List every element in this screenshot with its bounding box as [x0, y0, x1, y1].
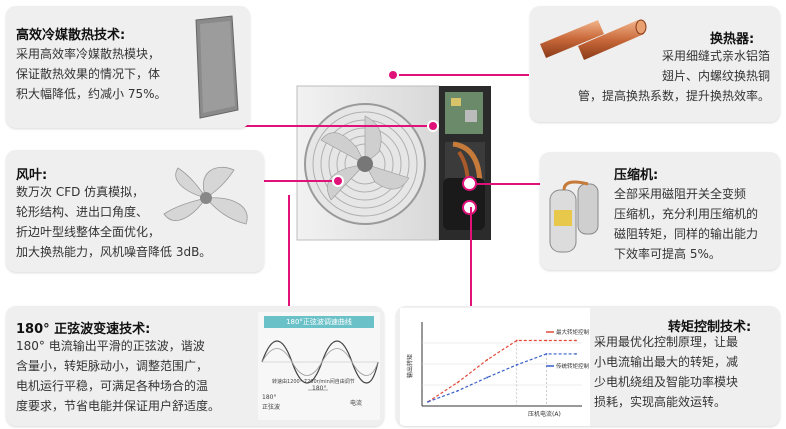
- card-title: 换热器:: [710, 32, 755, 47]
- fan-blade-icon: [156, 162, 256, 232]
- heat-sink-plate-icon: [190, 14, 242, 120]
- chart-y-axis-label: 输出转矩: [406, 354, 414, 378]
- card-heat-dissipation: 高效冷媒散热技术: 采用高效率冷媒散热模块， 保证散热效果的情况下，体 积大幅降…: [6, 6, 250, 128]
- outdoor-unit: [295, 82, 495, 244]
- sine-chart-right-label: 电流: [350, 400, 363, 407]
- chart-point: [575, 353, 577, 355]
- card-description: 全部采用磁阻开关全变频 压缩机，充分利用压缩机的 磁阻转矩，同样的输出能力 下效…: [614, 187, 759, 261]
- sine-chart-header: 180°正弦波调速曲线: [264, 316, 374, 328]
- outdoor-unit-illustration: [296, 85, 491, 241]
- chart-point: [456, 389, 459, 392]
- sine-chart-angle-label: 180°: [312, 385, 327, 392]
- chart-point: [486, 358, 489, 361]
- card-description: 180° 电流输出平滑的正弦波，谐波 含量小，转矩脉动小，调整范围广， 电机运行…: [16, 339, 221, 413]
- leader-dot-compressor: [462, 176, 477, 191]
- sine-chart-left-label-2: 正弦波: [262, 404, 281, 411]
- card-heat-exchanger: 换热器: 采用细缝式亲水铝箔 翅片、内螺纹换热铜 管，提高换热系数，提升换热效率…: [530, 6, 780, 122]
- leader-dot-heat-exchanger: [389, 71, 397, 79]
- leader-line-compressor-2: [470, 207, 472, 307]
- leader-dot-compressor-2: [462, 200, 477, 215]
- card-sine-wave: 180° 正弦波变速技术: 180° 电流输出平滑的正弦波，谐波 含量小，转矩脉…: [6, 306, 384, 426]
- card-torque-control: 转矩控制技术: 采用最优化控制原理，让最 小电流输出最大的转矩，减 少电机绕组及…: [396, 306, 780, 426]
- chart-point: [545, 339, 548, 342]
- leader-line-compressor: [470, 183, 540, 185]
- leader-dot-fan: [334, 177, 342, 185]
- chart-series-line-1: [427, 353, 576, 403]
- card-description: 采用高效率冷媒散热模块， 保证散热效果的情况下，体 积大幅降低，约减小 75%。: [16, 47, 167, 101]
- leader-line-fan: [258, 180, 338, 182]
- card-title: 压缩机:: [614, 168, 659, 183]
- card-description: 采用细缝式亲水铝箔 翅片、内螺纹换热铜 管，提高换热系数，提升换热效率。: [577, 49, 770, 103]
- chart-point: [575, 339, 577, 342]
- compressor-icon: [544, 174, 604, 262]
- card-title: 180° 正弦波变速技术:: [16, 322, 151, 337]
- sine-wave-chart: 180°正弦波调速曲线 转速由1200~7200r/min间自由调节 180° …: [258, 312, 380, 420]
- card-description: 数万次 CFD 仿真模拟， 轮形结构、进出口角度、 折边叶型线整体全面优化， 加…: [16, 185, 212, 259]
- chart-legend-label-1: 传统转矩控制: [556, 362, 590, 370]
- leader-line-sine: [288, 195, 290, 310]
- chart-legend-label-0: 最大转矩控制: [556, 328, 590, 336]
- chart-point: [515, 363, 518, 366]
- chart-point: [515, 339, 518, 342]
- chart-point: [427, 400, 429, 403]
- leader-line-heat-exchanger: [393, 74, 529, 76]
- card-fan-blade: 风叶: 数万次 CFD 仿真模拟， 轮形结构、进出口角度、 折边叶型线整体全面优…: [6, 150, 264, 272]
- card-description: 采用最优化控制原理，让最 小电流输出最大的转矩，减 少电机绕组及智能功率模块 损…: [594, 335, 739, 409]
- chart-point: [486, 376, 489, 379]
- chart-series-line-0: [427, 339, 576, 403]
- chart-x-axis-label: 压机电流(A): [528, 410, 561, 418]
- card-compressor: 压缩机: 全部采用磁阻开关全变频 压缩机，充分利用压缩机的 磁阻转矩，同样的输出…: [540, 152, 780, 270]
- chart-point: [456, 381, 459, 384]
- chart-point: [545, 353, 548, 355]
- leader-dot-heat-dissipation: [429, 122, 437, 130]
- card-title: 转矩控制技术:: [668, 320, 752, 335]
- card-title: 高效冷媒散热技术:: [16, 28, 126, 43]
- sine-chart-left-label-1: 180°: [262, 394, 277, 401]
- sine-chart-speed-label: 转速由1200~7200r/min间自由调节: [272, 379, 355, 385]
- card-title: 风叶:: [16, 168, 48, 183]
- sine-wave-graph: [261, 340, 379, 391]
- leader-line-heat-dissipation: [232, 125, 435, 127]
- copper-tube-icon: [538, 10, 648, 60]
